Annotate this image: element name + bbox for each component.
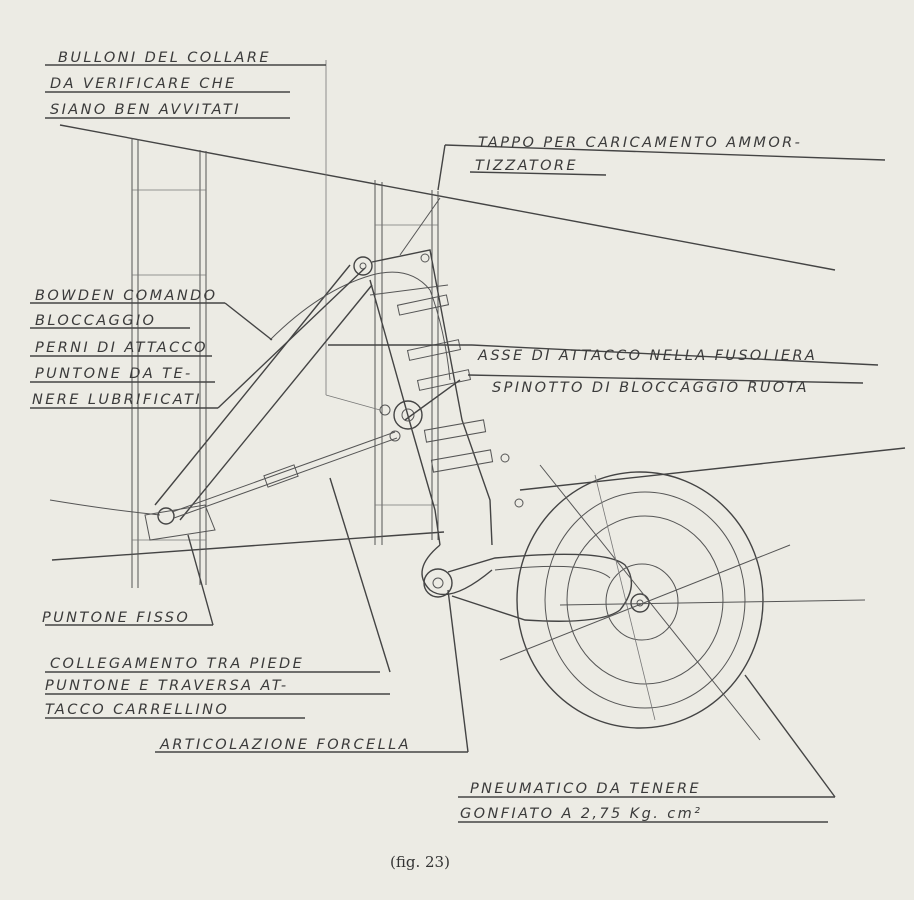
label-puntone-fisso: PUNTONE FISSO xyxy=(42,610,190,626)
label-spinotto: SPINOTTO DI BLOCCAGGIO RUOTA xyxy=(492,380,809,396)
label-bulloni-line2: DA VERIFICARE CHE xyxy=(50,76,237,92)
fuselage-frame xyxy=(131,60,439,588)
label-bulloni-line1: BULLONI DEL COLLARE xyxy=(58,50,271,66)
label-articolazione: ARTICOLAZIONE FORCELLA xyxy=(159,737,411,753)
fuselage-outline xyxy=(49,124,906,561)
fork xyxy=(423,553,633,622)
label-collegamento-line1: COLLEGAMENTO TRA PIEDE xyxy=(50,656,304,672)
label-tappo-line2: TIZZATORE xyxy=(475,158,578,174)
bowden-cable xyxy=(269,271,451,381)
figure-caption: (fig. 23) xyxy=(390,853,450,871)
label-asse: ASSE DI ATTACCO NELLA FUSOLIERA xyxy=(477,348,817,364)
label-pneumatico-line2: GONFIATO A 2,75 Kg. cm² xyxy=(460,806,702,822)
label-bowden-line1: BOWDEN COMANDO xyxy=(35,288,217,304)
label-perni-line1: PERNI DI ATTACCO xyxy=(35,340,208,356)
label-perni-line2: PUNTONE DA TE- xyxy=(35,366,193,382)
label-collegamento-line2: PUNTONE E TRAVERSA AT- xyxy=(45,678,289,694)
callout-labels: BULLONI DEL COLLARE DA VERIFICARE CHE SI… xyxy=(32,50,817,822)
tail-wheel xyxy=(499,464,866,741)
label-bowden-line2: BLOCCAGGIO xyxy=(35,313,156,329)
label-perni-line3: NERE LUBRIFICATI xyxy=(32,392,202,408)
label-collegamento-line3: TACCO CARRELLINO xyxy=(45,702,229,718)
brace-rod xyxy=(171,430,401,519)
leader-lines xyxy=(30,64,886,823)
oleo-leg xyxy=(369,197,524,596)
fixed-strut xyxy=(144,256,373,541)
label-tappo-line1: TAPPO PER CARICAMENTO AMMOR- xyxy=(478,135,802,151)
label-bulloni-line3: SIANO BEN AVVITATI xyxy=(50,102,241,118)
label-pneumatico-line1: PNEUMATICO DA TENERE xyxy=(470,781,701,797)
